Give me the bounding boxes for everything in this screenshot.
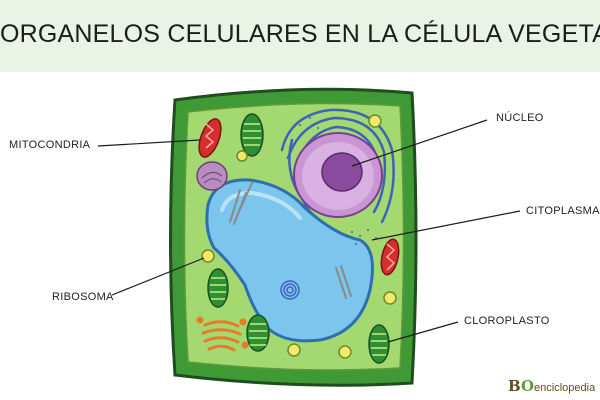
- label-cloroplasto: CLOROPLASTO: [464, 315, 550, 327]
- leader-ribosoma: [111, 257, 205, 296]
- label-nucleo: NÚCLEO: [496, 112, 544, 124]
- title-banner: [0, 0, 600, 72]
- chloroplast-4: [368, 324, 390, 364]
- vesicle-stack: [196, 161, 228, 191]
- ribosomes: [201, 114, 397, 359]
- leader-citoplasma: [371, 210, 521, 241]
- nucleolus: [321, 152, 363, 192]
- leader-cloroplasto: [387, 321, 459, 343]
- label-citoplasma: CITOPLASMA: [526, 205, 600, 217]
- leader-mitocondria: [97, 139, 201, 147]
- golgi-apparatus: [196, 316, 249, 352]
- leader-lines: [97, 119, 521, 343]
- chloroplast-1: [240, 113, 264, 157]
- chloroplast-3: [246, 314, 270, 352]
- vesicle-spiral: [280, 280, 300, 300]
- bioenciclopedia-logo: BOenciclopedia: [508, 377, 595, 395]
- vacuole-crystals: [229, 182, 352, 299]
- logo-letter-o: O: [520, 377, 535, 395]
- label-ribosoma: RIBOSOMA: [52, 291, 114, 303]
- diagram-title: ORGANELOS CELULARES EN LA CÉLULA VEGETAL: [0, 20, 600, 48]
- chloroplast-2: [207, 268, 229, 308]
- cytoplasm-dots: [299, 117, 377, 245]
- label-mitocondria: MITOCONDRIA: [9, 139, 91, 151]
- logo-text: enciclopedia: [534, 382, 596, 394]
- leader-nucleo: [351, 119, 488, 167]
- mitochondrion-1: [198, 118, 222, 158]
- mitochondrion-2: [380, 238, 400, 276]
- central-vacuole: [205, 178, 374, 343]
- logo-letter-b: B: [508, 377, 521, 395]
